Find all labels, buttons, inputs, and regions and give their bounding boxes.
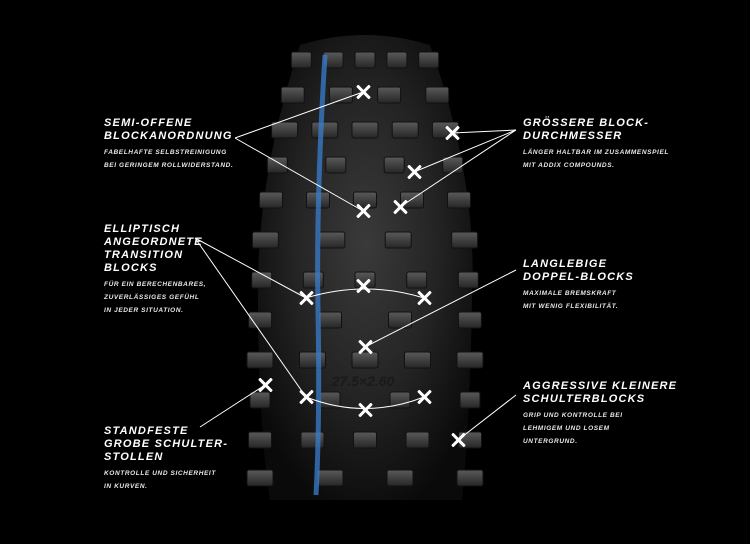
marker-x-icon — [358, 403, 372, 417]
tread-block — [386, 51, 408, 69]
tread-block — [249, 391, 271, 409]
marker-x-icon — [451, 433, 465, 447]
tread-block — [425, 86, 450, 104]
tread-block — [248, 431, 272, 449]
tread-block — [251, 231, 279, 249]
marker-x-icon — [417, 291, 431, 305]
marker-x-icon — [407, 165, 421, 179]
marker-x-icon — [417, 390, 431, 404]
tread-block — [459, 391, 481, 409]
tread-block — [377, 86, 402, 104]
tread-block — [266, 156, 288, 174]
tread-block — [386, 469, 414, 487]
tread-block — [456, 351, 484, 369]
tread-block — [318, 311, 342, 329]
tread-block — [457, 311, 482, 329]
tread-block — [457, 271, 479, 289]
tread-block — [406, 271, 428, 289]
sidewall-text: 27.5×2.60 — [331, 373, 395, 389]
tread-block — [328, 86, 353, 104]
tread-block — [405, 431, 430, 449]
tread-block — [447, 191, 471, 209]
tread-block — [299, 351, 326, 369]
marker-x-icon — [299, 291, 313, 305]
marker-x-icon — [356, 279, 370, 293]
tread-block — [246, 351, 274, 369]
tread-block — [384, 231, 412, 249]
tread-block — [302, 271, 324, 289]
marker-x-icon — [356, 204, 370, 218]
marker-x-icon — [356, 85, 370, 99]
tread-block — [354, 51, 376, 69]
tread-block — [456, 469, 484, 487]
tread-block — [388, 311, 412, 329]
tire-body — [257, 35, 473, 500]
tread-block — [383, 156, 405, 174]
tread-block — [451, 231, 479, 249]
tread-block — [246, 469, 274, 487]
callout-groessere: GRÖSSERE BLOCK-DURCHMESSER LÄNGER HALTBA… — [523, 117, 669, 169]
marker-x-icon — [299, 390, 313, 404]
sidewall-stripe — [313, 54, 328, 496]
tread-block — [351, 351, 379, 369]
tread-blocks — [246, 51, 484, 487]
marker-x-icon — [258, 378, 272, 392]
tread-block — [271, 121, 299, 139]
tread-block — [280, 86, 305, 104]
tread-block — [325, 156, 347, 174]
tread-block — [389, 391, 411, 409]
marker-x-icon — [358, 340, 372, 354]
tread-block — [351, 121, 379, 139]
tread-block — [353, 431, 377, 449]
tread-block — [418, 51, 440, 69]
tread-block — [318, 231, 346, 249]
tread-block — [259, 191, 283, 209]
marker-x-icon — [393, 200, 407, 214]
tread-block — [290, 51, 312, 69]
tread-block — [316, 469, 344, 487]
tread-block — [311, 121, 339, 139]
marker-x-icon — [445, 126, 459, 140]
tread-block — [404, 351, 431, 369]
tread-block — [248, 311, 273, 329]
tread-block — [391, 121, 419, 139]
